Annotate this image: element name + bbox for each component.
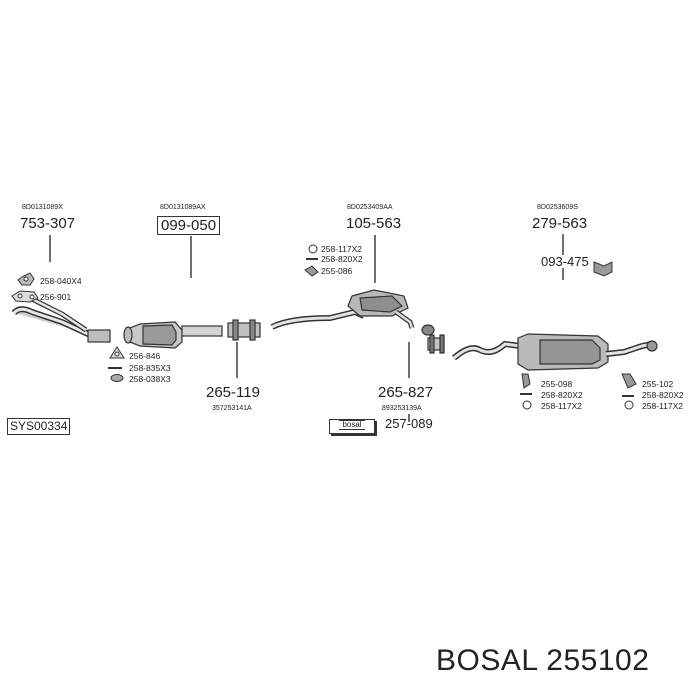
system-code: SYS00334 [7, 418, 71, 435]
bosal-logo-text: bosal [339, 420, 365, 430]
oem-number: 8D0131089X [22, 204, 63, 211]
washer-icon [308, 244, 318, 254]
kit-part-number: 257-089 [385, 416, 433, 431]
item-label: 258-040X4 [40, 276, 82, 286]
item-label: 258-038X3 [129, 374, 171, 384]
brand-name: BOSAL [436, 644, 538, 677]
item-label: 255-102 [642, 379, 674, 389]
middle-silencer [270, 289, 415, 330]
bosal-logo: bosal [329, 419, 375, 434]
item-label: 258-117X2 [541, 401, 582, 411]
hanger-icon [304, 265, 319, 277]
part-number-highlighted: 099-050 [157, 216, 221, 235]
item-label: 258-820X2 [321, 254, 363, 264]
oem-number: 8D0253609S [537, 204, 578, 211]
item-label: 256-846 [129, 351, 161, 361]
hanger-icon [593, 261, 613, 277]
hanger-icon [521, 373, 531, 389]
item-label: 258-117X2 [321, 244, 362, 254]
product-number: 255102 [546, 644, 650, 677]
nut-icon [110, 374, 124, 382]
item-label: 258-117X2 [642, 401, 683, 411]
front-pipe [11, 295, 111, 343]
product-title: BOSAL 255102 [436, 644, 649, 678]
washer-icon [624, 400, 634, 410]
part-number: 105-563 [346, 215, 402, 232]
item-label: 258-835X3 [129, 363, 171, 373]
part-number: 265-119 [206, 384, 260, 401]
oem-number: 893253139A [382, 405, 422, 412]
item-label: 255-098 [541, 379, 573, 389]
part-number: 279-563 [532, 215, 588, 232]
catalytic-converter [123, 321, 223, 349]
item-label: 255-086 [321, 266, 353, 276]
hanger-icon [621, 373, 637, 389]
oem-number: 8D0131089AX [160, 204, 206, 211]
item-label: 258-820X2 [642, 390, 684, 400]
oem-number: 8D0253409AA [347, 204, 393, 211]
pipe-clamp [227, 319, 261, 341]
item-label: 256-901 [40, 292, 72, 302]
part-number: 265-827 [378, 384, 434, 401]
washer-icon [522, 400, 532, 410]
part-number: 753-307 [20, 215, 76, 232]
rear-silencer [452, 333, 658, 371]
item-label: 258-820X2 [541, 390, 583, 400]
oem-number: 357253141A [212, 405, 252, 412]
connector-clamp [421, 324, 445, 354]
sub-part-number: 093-475 [541, 254, 589, 269]
